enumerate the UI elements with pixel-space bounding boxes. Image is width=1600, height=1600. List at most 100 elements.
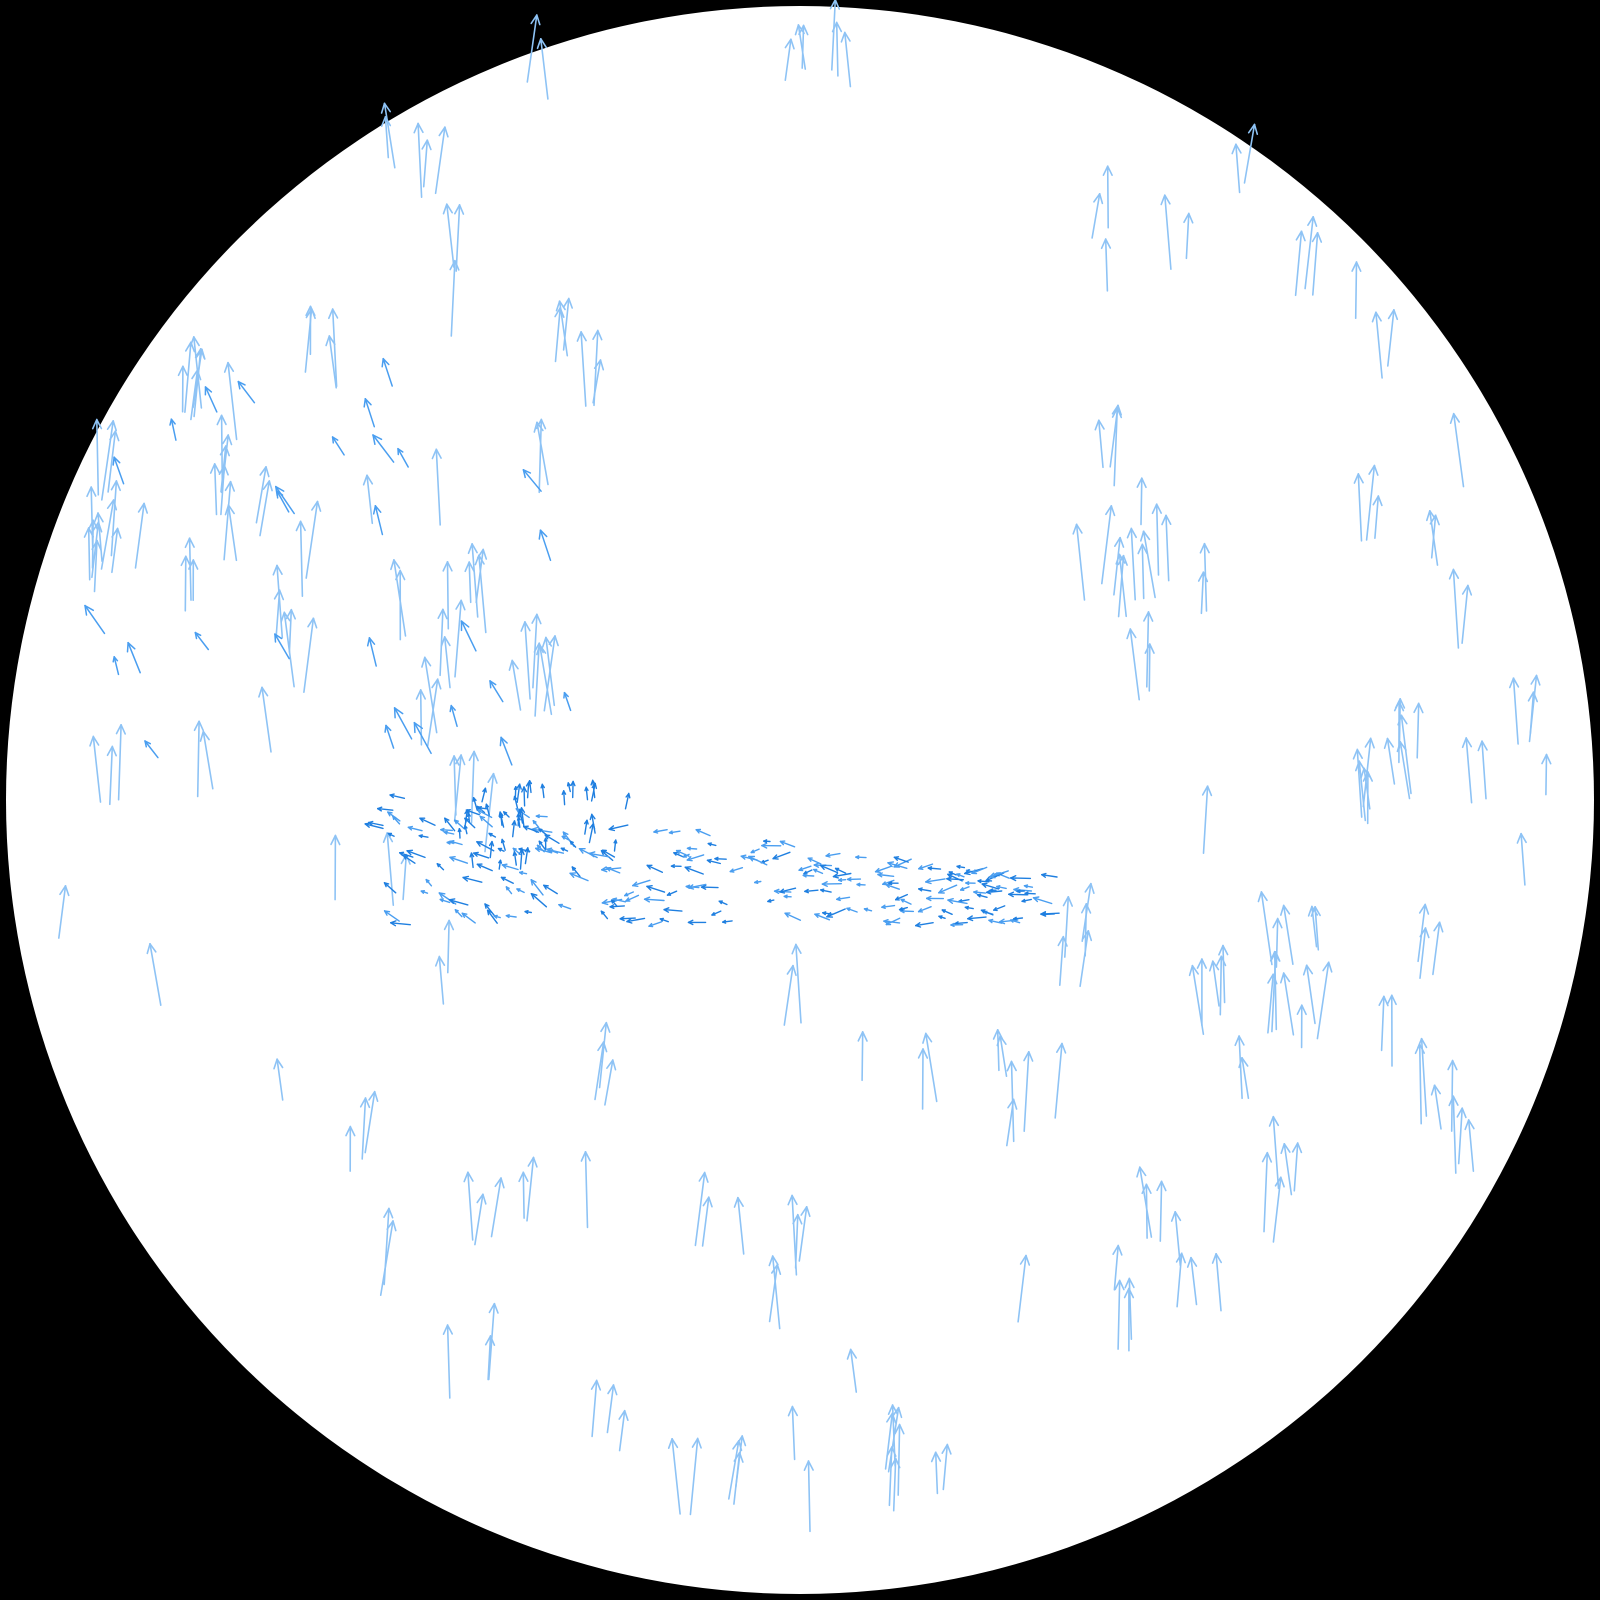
flow-arrow (561, 790, 567, 806)
flow-arrow (973, 890, 987, 895)
flow-arrow (670, 864, 682, 869)
flow-arrow (707, 842, 717, 847)
flow-arrow (1156, 1180, 1167, 1242)
flow-arrow (686, 846, 698, 851)
flow-arrow (345, 1125, 356, 1172)
flow-arrow (915, 922, 934, 928)
flow-arrow (503, 811, 510, 818)
flow-arrow (813, 868, 824, 875)
flow-arrow (397, 447, 409, 468)
flow-arrow (558, 903, 572, 910)
flow-arrow (666, 890, 678, 896)
flow-arrow (453, 204, 465, 272)
flow-arrow (218, 464, 229, 516)
flow-arrow (1126, 628, 1140, 701)
flow-arrow (383, 1207, 394, 1286)
flow-arrow (518, 1171, 529, 1219)
flow-arrow (1008, 891, 1028, 898)
flow-arrow (1272, 917, 1283, 968)
flow-arrow (608, 824, 629, 832)
flow-arrow (1062, 895, 1073, 958)
flow-arrow (490, 1177, 505, 1238)
flow-arrow (598, 1021, 611, 1089)
flow-arrow (489, 680, 504, 703)
flow-arrow (1143, 611, 1154, 688)
flow-arrow (791, 943, 802, 1024)
flow-arrow (1160, 194, 1172, 271)
flow-arrow (1243, 123, 1259, 184)
flow-arrow (216, 414, 227, 485)
flow-arrow (476, 863, 493, 872)
flow-arrow (1102, 165, 1113, 229)
flow-arrow (960, 886, 970, 891)
flow-arrow (748, 855, 768, 866)
flow-arrow (1430, 1084, 1442, 1130)
flow-arrow (946, 876, 964, 882)
flow-arrow (754, 880, 762, 884)
flow-arrow (606, 866, 621, 874)
flow-arrow (1072, 523, 1086, 601)
flow-arrow (885, 883, 900, 890)
flow-arrow (544, 834, 560, 844)
flow-arrow (107, 430, 120, 493)
white-disc (6, 6, 1594, 1594)
flow-arrow (1112, 1244, 1123, 1291)
flow-arrow (834, 867, 847, 874)
flow-arrow (1432, 921, 1444, 976)
flow-arrow (1032, 896, 1053, 905)
flow-arrow (881, 904, 896, 909)
flow-arrow (1456, 1107, 1467, 1165)
flow-arrow (1041, 912, 1056, 917)
flow-arrow (694, 1171, 709, 1247)
flow-arrow (1124, 1277, 1135, 1340)
flow-arrow (418, 834, 429, 839)
flow-arrow (1477, 740, 1488, 800)
flow-arrow (898, 906, 908, 911)
flow-arrow (1541, 753, 1552, 796)
flow-arrow (461, 912, 476, 924)
flow-arrow (855, 855, 867, 860)
flow-arrow (106, 745, 117, 806)
flow-arrow (1352, 748, 1363, 818)
flow-arrow (199, 730, 214, 790)
flow-arrow (513, 786, 518, 797)
flow-arrow (884, 1412, 897, 1470)
flow-arrow (500, 838, 506, 851)
flow-arrow (449, 704, 458, 728)
flow-arrow (1257, 891, 1273, 966)
flow-arrow (518, 809, 524, 824)
flow-arrow (363, 398, 376, 428)
flow-arrow (1448, 568, 1460, 649)
flow-arrow (536, 844, 545, 853)
flow-arrow (1136, 477, 1147, 526)
flow-arrow (985, 872, 1005, 882)
flow-arrow (1383, 737, 1396, 785)
flow-arrow (798, 865, 812, 872)
flow-arrow (1413, 702, 1424, 759)
flow-arrow (110, 480, 121, 557)
flow-arrow (499, 814, 504, 826)
flow-arrow (734, 1435, 747, 1488)
flow-arrow (1353, 473, 1364, 542)
flow-arrow (566, 782, 571, 793)
flow-arrow (380, 116, 392, 159)
flow-arrow (561, 835, 571, 841)
flow-arrow (1371, 311, 1383, 379)
flow-arrow (626, 917, 646, 924)
flow-arrow (439, 898, 451, 904)
flow-arrow (364, 1090, 379, 1154)
flow-arrow (1021, 898, 1033, 903)
flow-arrow (779, 887, 797, 894)
flow-arrow (520, 621, 531, 700)
flow-arrow (1117, 554, 1128, 618)
flow-arrow (783, 964, 797, 1026)
flow-arrow (941, 909, 953, 915)
flow-arrow (519, 870, 528, 875)
flow-arrow (380, 102, 396, 169)
flow-arrow (571, 866, 581, 878)
flow-arrow (305, 305, 316, 356)
flow-arrow (473, 851, 490, 859)
flow-arrow (917, 906, 932, 913)
flow-arrow (525, 781, 531, 799)
